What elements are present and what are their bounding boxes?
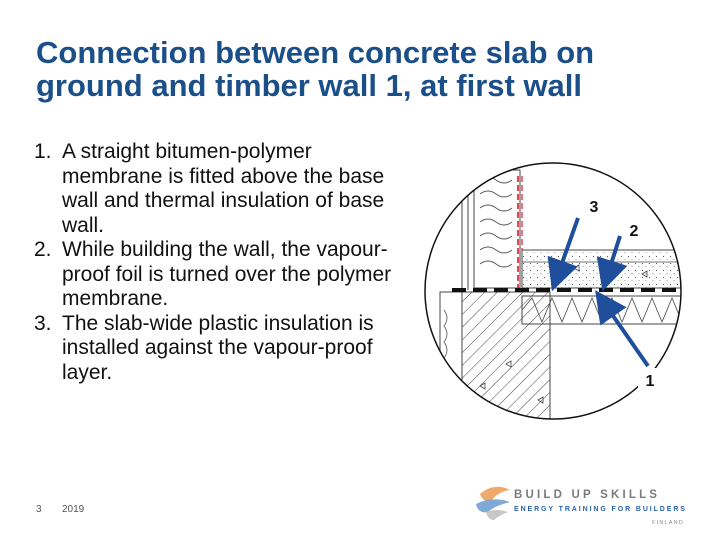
callout-label-1: 1 bbox=[646, 373, 655, 390]
callout-label-3: 3 bbox=[590, 199, 599, 216]
list-item: 3. The slab-wide plastic insulation is i… bbox=[34, 312, 394, 386]
build-up-skills-logo: BUILD UP SKILLS ENERGY TRAINING FOR BUIL… bbox=[476, 486, 687, 526]
step-number: 1. bbox=[34, 140, 52, 163]
wall-insulation bbox=[479, 176, 513, 268]
step-text: The slab-wide plastic insulation is inst… bbox=[62, 311, 374, 384]
timber-wall bbox=[473, 169, 521, 289]
list-item: 2. While building the wall, the vapour-p… bbox=[34, 238, 394, 312]
step-number: 2. bbox=[34, 238, 52, 261]
step-number: 3. bbox=[34, 311, 52, 335]
logo-subtitle: ENERGY TRAINING FOR BUILDERS bbox=[514, 506, 687, 513]
logo-mark bbox=[476, 486, 510, 520]
page-number: 3 bbox=[36, 504, 42, 515]
callout-arrow bbox=[595, 290, 650, 368]
step-text: A straight bitumen-polymer membrane is f… bbox=[62, 140, 385, 237]
logo-country: FINLAND bbox=[652, 520, 684, 526]
callout-arrow bbox=[596, 235, 628, 292]
step-text: While building the wall, the vapour-proo… bbox=[62, 238, 392, 310]
footer-year: 2019 bbox=[62, 504, 85, 515]
callout-arrow bbox=[547, 217, 580, 292]
detail-circle bbox=[424, 162, 682, 420]
list-item: 1. A straight bitumen-polymer membrane i… bbox=[34, 140, 394, 238]
slide-title: Connection between concrete slab on grou… bbox=[36, 35, 595, 103]
steps-list: 1. A straight bitumen-polymer membrane i… bbox=[34, 140, 394, 385]
callout-label-2: 2 bbox=[630, 223, 639, 240]
logo-title: BUILD UP SKILLS bbox=[514, 489, 660, 501]
construction-detail-diagram: 3 2 1 bbox=[424, 162, 682, 420]
